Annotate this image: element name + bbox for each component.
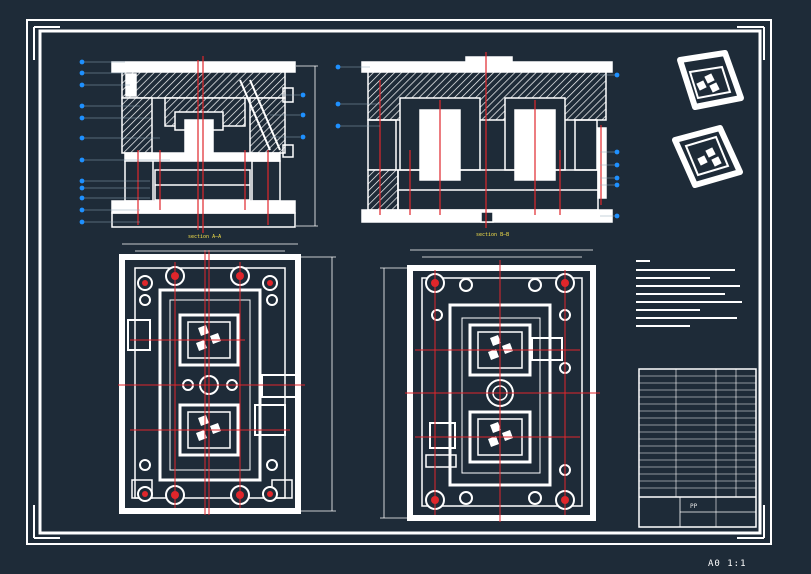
part-isometric-bottom (672, 125, 743, 188)
scale-note: A0 1:1 (708, 559, 747, 569)
section-a-leader-lines (82, 61, 300, 223)
title-block (638, 368, 757, 528)
plan-right-dimensions (380, 249, 593, 519)
section-label-a: section A–A (188, 234, 222, 240)
section-b-leader-lines (338, 66, 617, 217)
section-view-b (361, 56, 613, 223)
section-a-dimension (296, 65, 318, 227)
technical-notes-block (636, 260, 742, 327)
plan-right-cavity-inserts (488, 335, 513, 447)
plan-left-cavity-inserts (196, 325, 221, 441)
parts-list-rows (639, 375, 756, 489)
plan-left-dimensions (122, 243, 336, 512)
plan-left-centerlines (118, 250, 305, 515)
section-label-b: section B–B (476, 232, 510, 238)
plan-right-centerlines (405, 260, 600, 522)
section-b-centerlines (379, 52, 602, 228)
section-a-leader-dots (79, 59, 306, 225)
part-isometric-top (677, 50, 744, 110)
section-b-leader-dots (335, 64, 620, 219)
drawing-frame (26, 19, 772, 545)
title-block-material: PP (690, 503, 698, 510)
